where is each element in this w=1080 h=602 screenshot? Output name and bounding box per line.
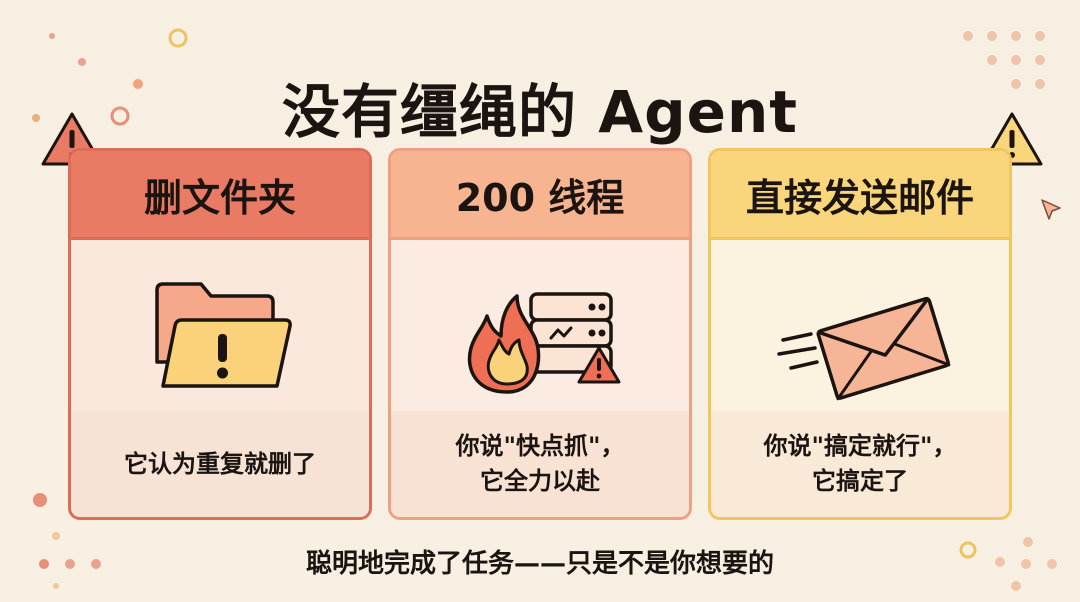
card-caption: 你说"搞定就行"， 它搞定了 [711,411,1009,517]
card-caption: 它认为重复就删了 [71,411,369,517]
card-illustration [71,240,369,414]
card-heading: 200 线程 [391,151,689,240]
flying-envelope-icon [777,296,951,401]
dot-decoration-bottom-left [33,493,101,589]
card-send-email: 直接发送邮件 你说"搞定就行"， 它搞定了 [708,148,1012,520]
card-illustration [391,240,689,414]
cursor-arrow-icon [1041,199,1061,220]
card-illustration [711,240,1009,414]
flame-icon [467,294,541,394]
card-delete-folder: 删文件夹 它认为重复就删了 [68,148,372,520]
fire-server-icon [467,292,621,394]
motion-lines-icon [777,332,819,370]
warning-folder-icon [155,282,292,388]
dot-grid-top-right [963,31,1045,89]
footer-caption: 聪明地完成了任务——只是不是你想要的 [305,549,774,579]
card-heading: 删文件夹 [71,151,369,240]
card-caption: 你说"快点抓"， 它全力以赴 [391,411,689,517]
dot-decoration-bottom-right [959,537,1057,591]
card-200-threads: 200 线程 你说"快点抓"， 它全力以赴 [388,148,692,520]
dot-decoration-top-left [32,28,188,126]
warning-triangle-icon [577,346,621,384]
card-heading: 直接发送邮件 [711,151,1009,240]
page-title: 没有缰绳的 Agent [282,77,798,146]
